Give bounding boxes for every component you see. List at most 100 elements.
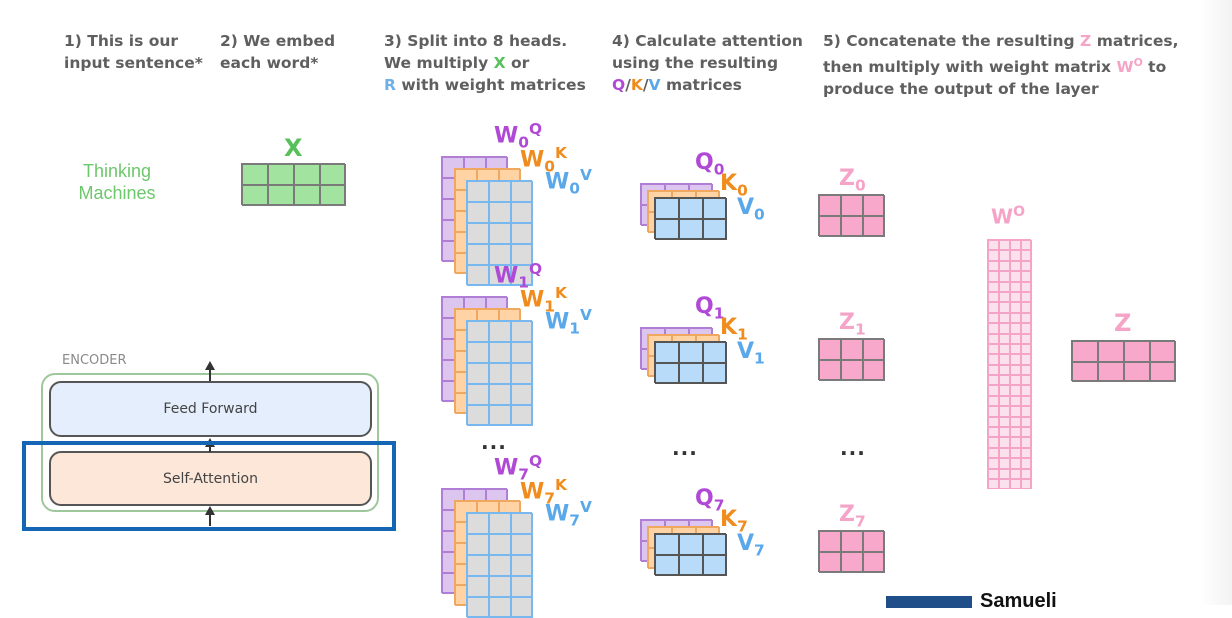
matrix-cell bbox=[294, 164, 320, 185]
matrix-cell bbox=[1010, 281, 1021, 292]
label-base: W bbox=[545, 169, 570, 195]
matrix-cell bbox=[1021, 364, 1032, 376]
label-subscript: 0 bbox=[737, 181, 748, 200]
matrix-cell bbox=[1010, 437, 1021, 448]
matrix-cell bbox=[655, 363, 679, 384]
matrix-cell bbox=[1010, 416, 1021, 428]
matrix-cell bbox=[511, 555, 533, 576]
v-matrix-1 bbox=[654, 341, 727, 384]
wk-label-1: W1K bbox=[520, 285, 567, 315]
matrix-cell bbox=[442, 489, 464, 510]
arrow-line-2 bbox=[209, 514, 211, 526]
label-subscript: 0 bbox=[713, 160, 725, 179]
matrix-cell bbox=[988, 427, 999, 438]
step-text: Q bbox=[612, 76, 626, 94]
matrix-cell bbox=[489, 513, 511, 534]
step-text: 1) This is our bbox=[64, 32, 179, 50]
step-text: 4) Calculate attention bbox=[612, 32, 803, 50]
arrow-head-2 bbox=[205, 506, 215, 515]
matrix-cell bbox=[988, 291, 999, 303]
arrow-line-1 bbox=[209, 446, 211, 452]
matrix-cell bbox=[819, 360, 841, 381]
matrix-cell bbox=[467, 597, 489, 618]
matrix-cell bbox=[988, 250, 999, 261]
step-text: then multiply with weight matrix bbox=[823, 58, 1117, 77]
label-subscript: 1 bbox=[713, 304, 725, 323]
matrix-cell bbox=[988, 447, 999, 459]
matrix-cell bbox=[1021, 406, 1032, 417]
label-base: Q bbox=[695, 294, 714, 319]
matrix-cell bbox=[268, 164, 294, 185]
matrix-cell bbox=[511, 265, 533, 286]
matrix-cell bbox=[679, 534, 703, 555]
wv-label-1: W1V bbox=[545, 307, 592, 337]
matrix-cell bbox=[511, 321, 533, 342]
k-label-1: K1 bbox=[720, 317, 748, 343]
step-text: / bbox=[642, 76, 649, 94]
matrix-cell bbox=[1021, 260, 1032, 272]
label-base: W bbox=[520, 287, 545, 313]
matrix-cell bbox=[999, 260, 1010, 272]
wq-label-1: W1Q bbox=[494, 261, 542, 291]
matrix-cell bbox=[320, 164, 346, 185]
matrix-cell bbox=[988, 406, 999, 417]
wv-matrix-2 bbox=[466, 512, 533, 618]
step-text: W bbox=[1116, 58, 1134, 77]
v-matrix-2 bbox=[654, 533, 727, 576]
matrix-cell bbox=[511, 223, 533, 244]
corner-logo-badge bbox=[886, 596, 972, 608]
label-base: V bbox=[737, 531, 755, 556]
encoder-label: ENCODER bbox=[62, 353, 127, 368]
matrix-cell bbox=[679, 363, 703, 384]
step-text: with weight matrices bbox=[395, 76, 586, 94]
matrix-cell bbox=[988, 395, 999, 407]
matrix-cell bbox=[1098, 361, 1124, 382]
label-base: V bbox=[737, 339, 755, 364]
label-base: W bbox=[520, 147, 545, 173]
matrix-cell bbox=[999, 250, 1010, 261]
matrix-cell bbox=[1010, 478, 1021, 490]
matrix-cell bbox=[1124, 361, 1150, 382]
matrix-cell bbox=[655, 534, 679, 555]
matrix-cell bbox=[703, 555, 727, 576]
matrix-cell bbox=[999, 427, 1010, 438]
label-subscript: 7 bbox=[544, 489, 555, 508]
matrix-cell bbox=[841, 195, 863, 216]
label-superscript: V bbox=[580, 166, 592, 184]
label-base: W bbox=[991, 204, 1014, 229]
label-base: W bbox=[545, 501, 570, 527]
step-text: each word* bbox=[220, 54, 319, 72]
matrix-cell bbox=[511, 597, 533, 618]
matrix-cell bbox=[988, 354, 999, 365]
matrix-cell bbox=[655, 555, 679, 576]
label-base: W bbox=[520, 479, 545, 505]
matrix-cell bbox=[988, 260, 999, 272]
wk-label-0: W0K bbox=[520, 145, 567, 175]
matrix-cell bbox=[1021, 416, 1032, 428]
matrix-cell bbox=[1021, 427, 1032, 438]
matrix-cell bbox=[442, 157, 464, 178]
matrix-cell bbox=[703, 198, 727, 219]
right-edge-shade bbox=[1200, 0, 1232, 605]
matrix-cell bbox=[999, 437, 1010, 448]
matrix-cell bbox=[467, 265, 489, 286]
feed-forward-box: Feed Forward bbox=[49, 381, 372, 437]
matrix-cell bbox=[988, 364, 999, 376]
wo-matrix bbox=[987, 239, 1032, 490]
matrix-cell bbox=[1021, 385, 1032, 396]
wv-label-0: W0V bbox=[545, 166, 592, 198]
matrix-cell bbox=[489, 597, 511, 618]
label-subscript: 0 bbox=[569, 179, 580, 198]
matrix-cell bbox=[268, 185, 294, 206]
matrix-cell bbox=[467, 342, 489, 363]
z-head-label-0: Z0 bbox=[839, 168, 866, 194]
matrix-cell bbox=[511, 405, 533, 426]
matrix-cell bbox=[1010, 354, 1021, 365]
matrix-cell bbox=[489, 555, 511, 576]
matrix-cell bbox=[1010, 302, 1021, 313]
matrix-cell bbox=[703, 534, 727, 555]
v-label-1: V1 bbox=[737, 341, 765, 367]
